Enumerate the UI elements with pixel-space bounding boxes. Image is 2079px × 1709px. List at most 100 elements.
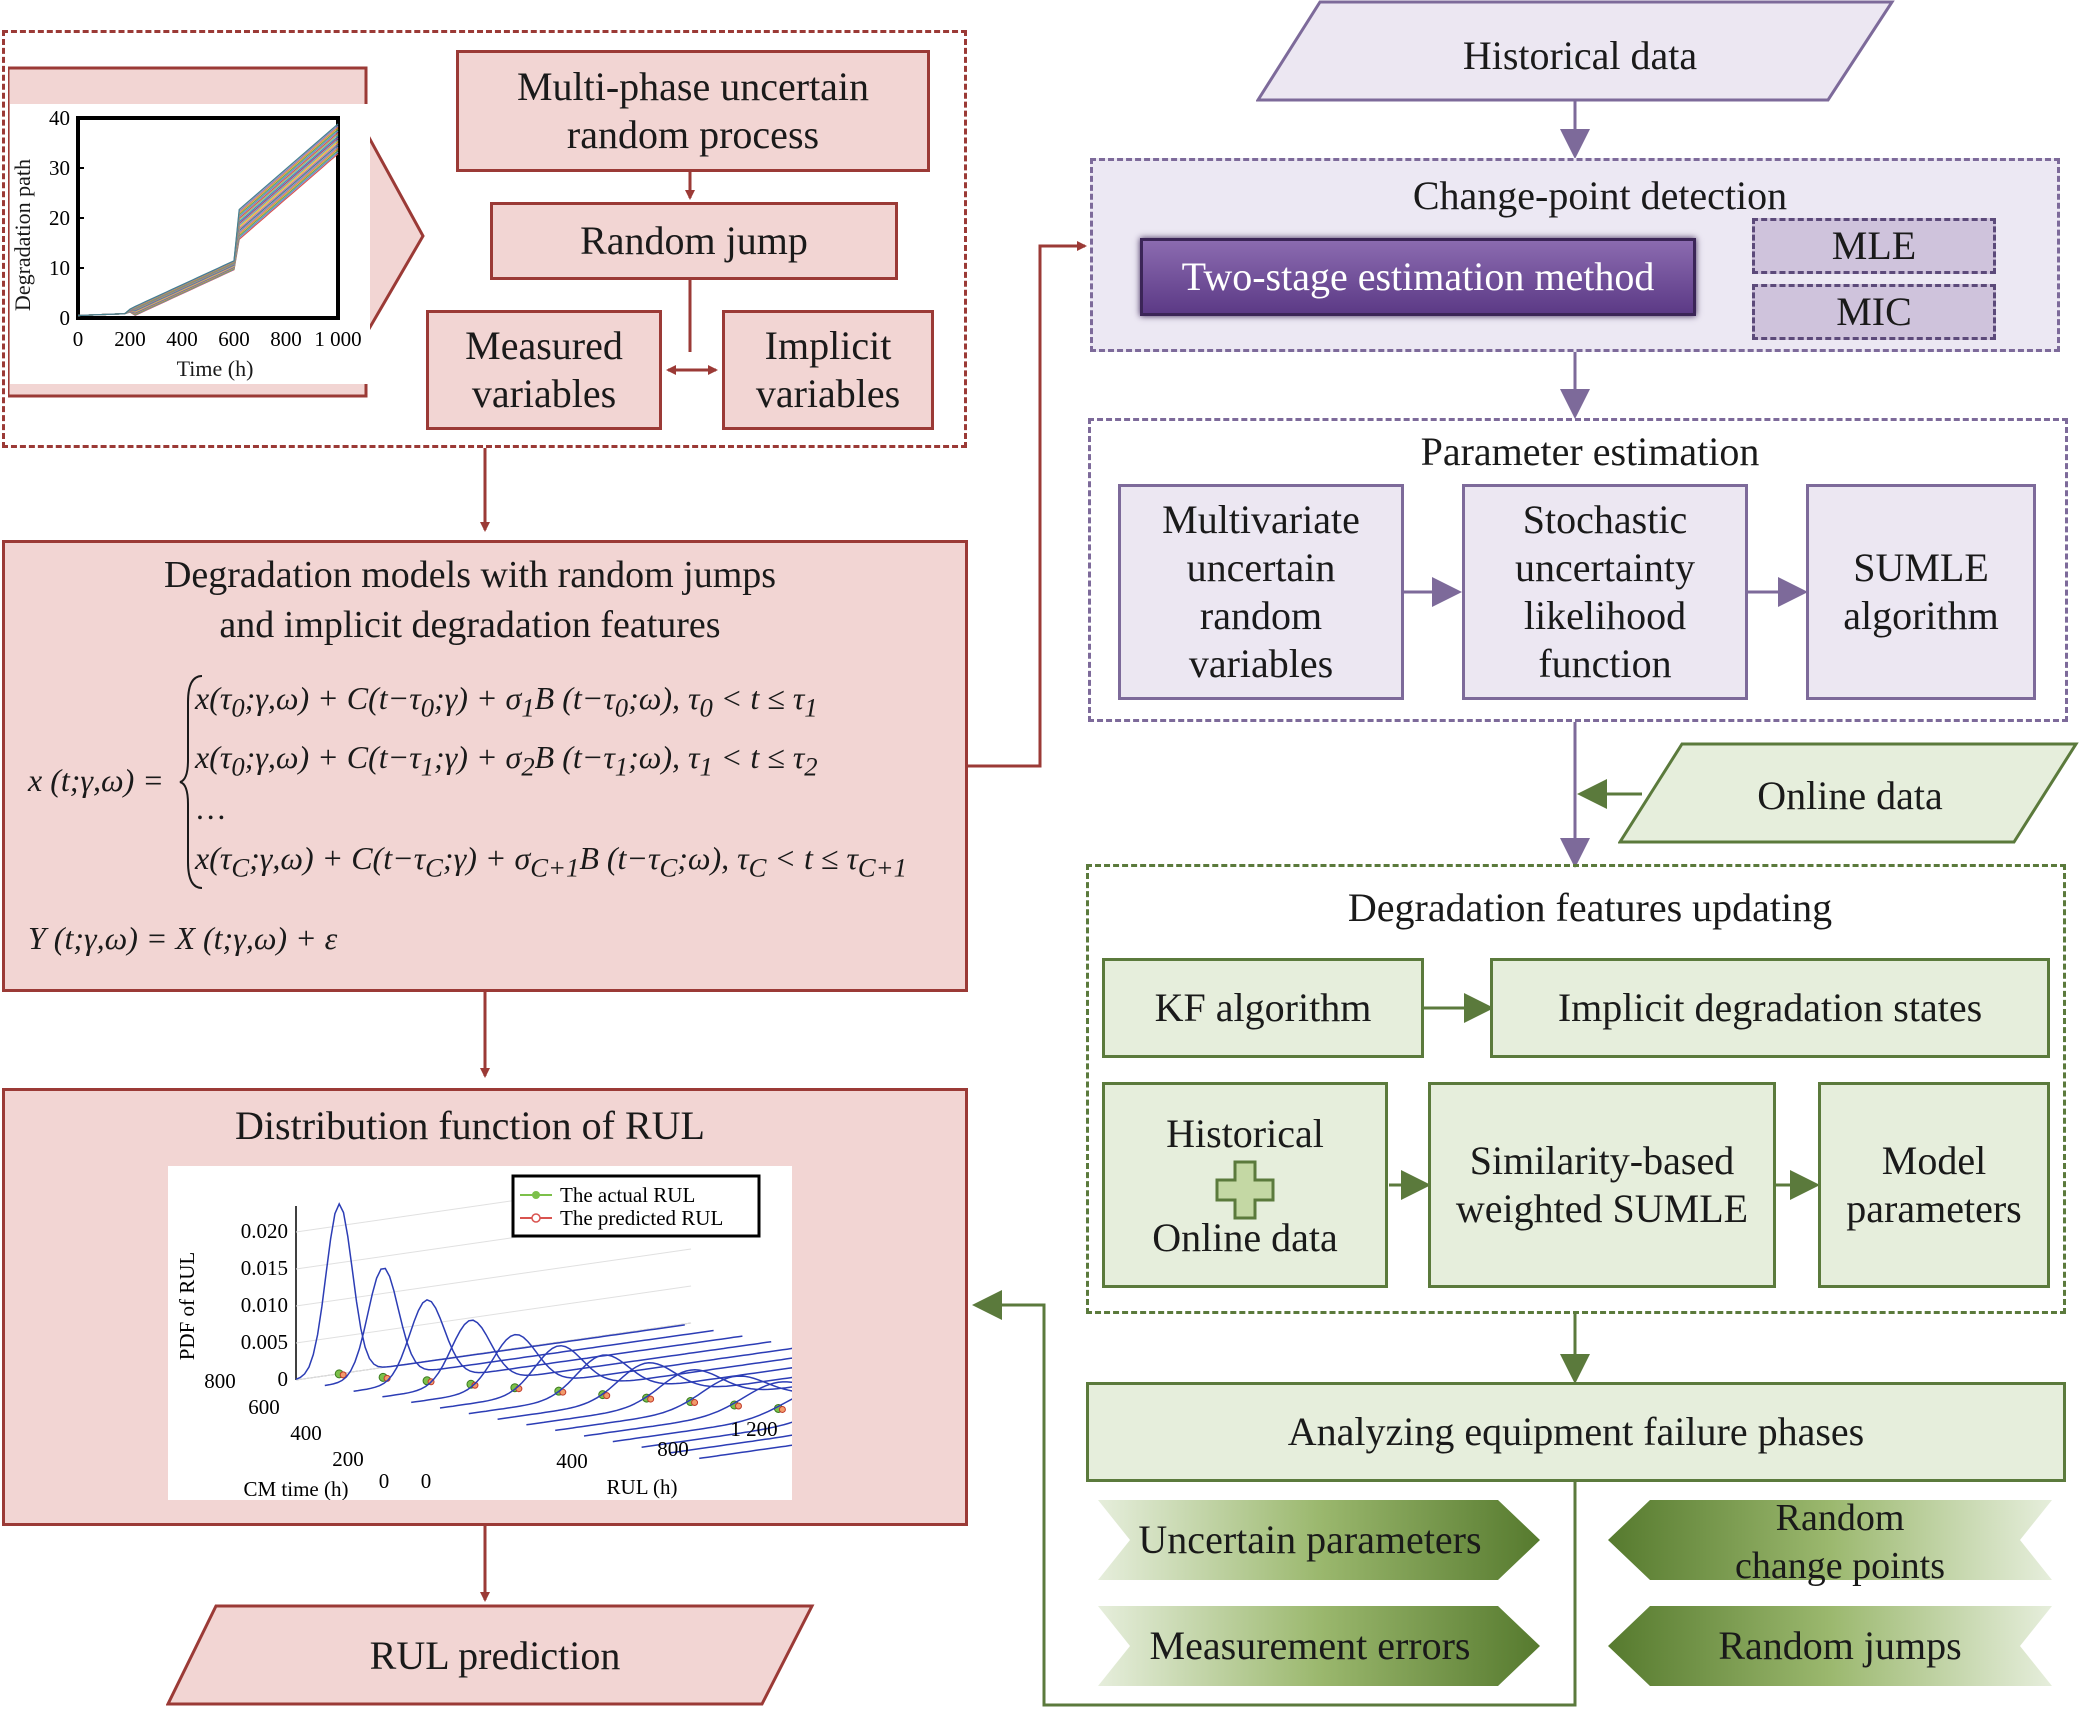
analyzing-box: Analyzing equipment failure phases	[1086, 1382, 2066, 1482]
mle-box: MLE	[1752, 218, 1996, 274]
inset-bot-pdf-curve	[670, 1434, 792, 1454]
inset-bot-cm-tick-label: 800	[204, 1369, 236, 1393]
ribbon-random-jumps	[1608, 1606, 2052, 1686]
legend-predicted-marker	[531, 1213, 541, 1223]
equation-row-4: x(τC;γ,ω) + C(t−τC;γ) + σC+1B (t−τC;ω), …	[195, 840, 907, 883]
inset-top-xtick-label: 800	[270, 327, 302, 351]
st-line-1: Stochastic	[1522, 497, 1688, 542]
mv-line-1: Multivariate	[1162, 497, 1360, 542]
sumle-line-1: SUMLE	[1853, 545, 1989, 590]
inset-top-xtick-label: 200	[114, 327, 146, 351]
model-params-line-2: parameters	[1846, 1186, 2022, 1231]
inset-bot-ztick-label: 0	[278, 1367, 289, 1391]
inset-bot-pdf-curve	[295, 1202, 685, 1380]
online-data-label: Online data	[1757, 773, 1943, 818]
inset-bot-ztick-label: 0.010	[241, 1293, 288, 1317]
model-params-line-1: Model	[1881, 1138, 1987, 1183]
model-params-box: Model parameters	[1818, 1082, 2050, 1288]
inset-bot-cm-label: CM time (h)	[244, 1477, 349, 1500]
random-jump-box: Random jump	[490, 202, 898, 280]
hist-online-line-1: Historical	[1166, 1111, 1324, 1156]
inset-bot-pdf-curve	[612, 1398, 792, 1443]
inset-bot-ztick-label: 0.015	[241, 1256, 288, 1280]
inset-bot-ztick-label: 0.020	[241, 1219, 288, 1243]
implicit-variables-box: Implicit variables	[722, 310, 934, 430]
inset-bot-cm-tick-label: 200	[332, 1447, 364, 1471]
inset-top-xtick-label: 0	[73, 327, 84, 351]
inset-bot-rul-tick-label: 1 200	[730, 1417, 777, 1441]
inset-top-ytick-label: 30	[49, 156, 70, 180]
inset-bot-predicted-point	[691, 1399, 699, 1407]
online-data-shape	[1618, 742, 2079, 844]
inset-top-xlabel: Time (h)	[176, 356, 254, 381]
inset-bot-predicted-point	[734, 1402, 742, 1410]
inset-bot-zlabel: PDF of RUL	[175, 1252, 199, 1361]
random-cp-line-1: Random	[1775, 1497, 1905, 1539]
rul-prediction-label: RUL prediction	[369, 1633, 621, 1678]
legend-actual-marker	[532, 1191, 540, 1199]
random-cp-line-2: change points	[1734, 1545, 1945, 1587]
ribbon-measurement-errors	[1098, 1606, 1540, 1686]
rul-prediction-shape	[166, 1604, 815, 1706]
arrow-models-to-changepoint	[968, 241, 1087, 768]
inset-bot-pdf-curve	[353, 1298, 743, 1392]
inset-bot-pdf-curve	[411, 1333, 792, 1404]
measured-line-2: variables	[471, 371, 617, 416]
plus-icon	[1215, 1160, 1275, 1220]
two-stage-method-box: Two-stage estimation method	[1140, 238, 1696, 316]
st-line-3: likelihood	[1523, 593, 1687, 638]
random-jump-label: Random jump	[580, 218, 808, 263]
change-point-title: Change-point detection	[1412, 173, 1788, 218]
ribbon-uncertain-parameters	[1098, 1500, 1540, 1580]
inset-bot-rul-label: RUL (h)	[607, 1475, 678, 1499]
inset-bot-grid	[295, 1248, 692, 1307]
mv-line-3: random	[1199, 593, 1323, 638]
st-line-2: uncertainty	[1515, 545, 1695, 590]
inset-top-xtick-label: 1 000	[314, 327, 361, 351]
implicit-line-1: Implicit	[764, 323, 892, 368]
inset-bot-predicted-point	[559, 1388, 567, 1396]
stochastic-box: Stochastic uncertainty likelihood functi…	[1462, 484, 1748, 700]
legend-actual-label: The actual RUL	[560, 1183, 695, 1207]
inset-bot-predicted-point	[339, 1371, 347, 1379]
inset-bot-rul-tick-label: 400	[556, 1449, 588, 1473]
features-updating-group	[1086, 864, 2066, 1314]
inset-bot-rul-tick-label: 800	[657, 1437, 689, 1461]
inset-bot-pdf-curve	[641, 1421, 792, 1448]
multi-phase-line-2: random process	[566, 112, 820, 157]
kf-label: KF algorithm	[1154, 985, 1372, 1030]
inset-bot-cm-tick-label: 0	[379, 1469, 390, 1493]
multi-phase-line-1: Multi-phase uncertain	[516, 64, 870, 109]
historical-data-shape	[1256, 0, 1895, 102]
equation-row-1: x(τ0;γ,ω) + C(t−τ0;γ) + σ1B (t−τ0;ω), τ0…	[195, 680, 818, 723]
inset-bot-predicted-point	[603, 1392, 611, 1400]
analyzing-label: Analyzing equipment failure phases	[1287, 1409, 1865, 1454]
equation-lhs: x (t;γ,ω) =	[28, 762, 164, 798]
ribbon-random-change-points	[1608, 1500, 2052, 1580]
similarity-line-1: Similarity-based	[1469, 1138, 1735, 1183]
inset-bot-cm-tick-label: 600	[248, 1395, 280, 1419]
multi-phase-box: Multi-phase uncertain random process	[456, 50, 930, 172]
inset-bot-pdf-curve	[555, 1375, 792, 1432]
parameter-estimation-group	[1088, 418, 2068, 722]
random-jumps-label: Random jumps	[1718, 1623, 1962, 1668]
similarity-line-2: weighted SUMLE	[1455, 1186, 1749, 1231]
inset-bot-predicted-point	[647, 1395, 655, 1403]
similarity-box: Similarity-based weighted SUMLE	[1428, 1082, 1776, 1288]
implicit-states-label: Implicit degradation states	[1557, 985, 1983, 1030]
inset-bot-pdf-curve	[468, 1354, 792, 1415]
sumle-box: SUMLE algorithm	[1806, 484, 2036, 700]
sumle-line-2: algorithm	[1843, 593, 1999, 638]
implicit-line-2: variables	[755, 371, 901, 416]
measured-line-1: Measured	[465, 323, 623, 368]
inset-bot-pdf-curve	[382, 1319, 772, 1398]
mle-label: MLE	[1831, 223, 1917, 268]
inset-bot-pdf-curve	[583, 1381, 792, 1437]
mv-line-2: uncertain	[1186, 545, 1336, 590]
inset-bot-pdf-curve	[526, 1369, 792, 1426]
inset-bot-legend	[511, 1174, 761, 1238]
inset-top-xtick-label: 600	[218, 327, 250, 351]
